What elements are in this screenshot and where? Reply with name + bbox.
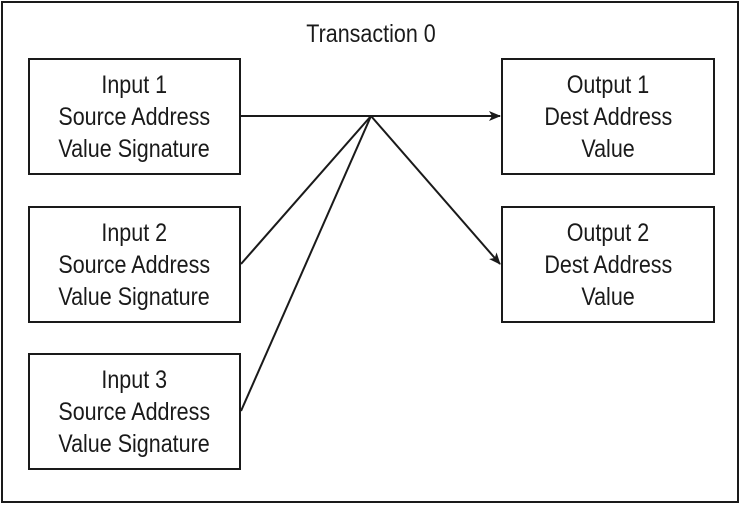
diagram-title: Transaction 0 — [306, 20, 436, 48]
input-2-box: Input 2 Source Address Value Signature — [28, 206, 241, 323]
output-2-arrow — [370, 115, 501, 265]
output-2-box: Output 2 Dest Address Value — [501, 206, 715, 323]
input-3-box: Input 3 Source Address Value Signature — [28, 353, 241, 470]
output-1-value: Value — [581, 134, 635, 163]
output-2-label: Output 2 — [566, 218, 650, 247]
input-3-link — [240, 115, 372, 412]
input-1-label: Input 1 — [101, 70, 168, 99]
output-2-dest-address: Dest Address — [544, 250, 672, 279]
input-1-source-address: Source Address — [58, 102, 211, 131]
input-3-label: Input 3 — [101, 365, 168, 394]
input-1-box: Input 1 Source Address Value Signature — [28, 58, 241, 175]
input-3-value-signature: Value Signature — [58, 429, 211, 458]
output-1-label: Output 1 — [566, 70, 650, 99]
output-1-dest-address: Dest Address — [544, 102, 672, 131]
input-1-value-signature: Value Signature — [58, 134, 211, 163]
input-3-source-address: Source Address — [58, 397, 211, 426]
input-2-label: Input 2 — [101, 218, 168, 247]
input-2-source-address: Source Address — [58, 250, 211, 279]
input-2-link — [240, 115, 372, 265]
output-2-value: Value — [581, 282, 635, 311]
input-2-value-signature: Value Signature — [58, 282, 211, 311]
output-1-box: Output 1 Dest Address Value — [501, 58, 715, 175]
